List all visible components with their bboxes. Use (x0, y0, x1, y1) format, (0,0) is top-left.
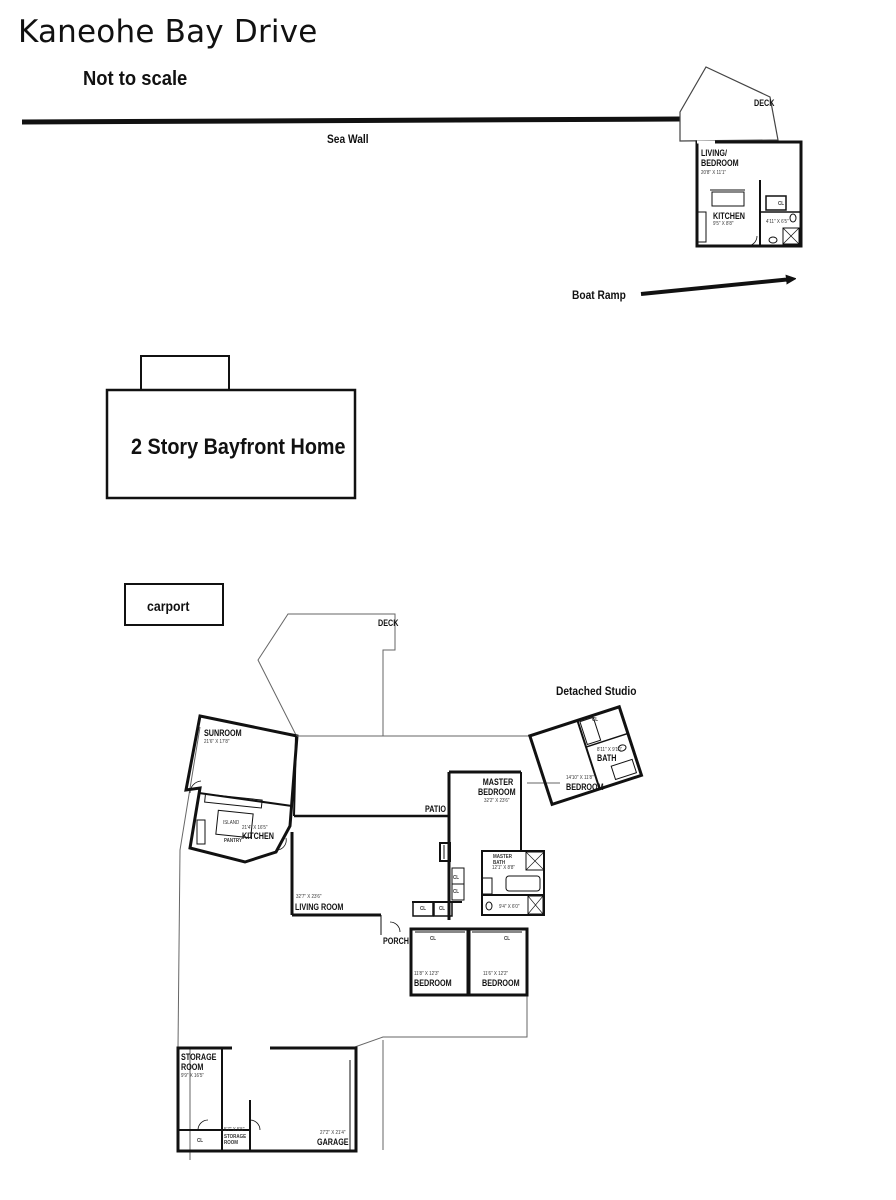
pantry-label: PANTRY (224, 838, 242, 844)
master-bedroom-dim: 32'2" X 23'6" (484, 798, 510, 804)
kitchen-label: KITCHEN (242, 831, 274, 841)
storage-room-1-label: STORAGE ROOM (181, 1052, 217, 1072)
kitchen-dim: 21'4" X 16'5" (242, 825, 268, 831)
page-title: Kaneohe Bay Drive (18, 14, 318, 50)
studio-bath-label: BATH (597, 753, 617, 763)
closet-label-4: CL (504, 936, 511, 942)
bedroom-1-label: BEDROOM (414, 978, 452, 988)
lot-outline (177, 613, 528, 1160)
sea-wall-line (21, 116, 681, 125)
closet-label-5: CL (453, 875, 460, 881)
top-deck-outline (679, 66, 779, 142)
garage-cl-label: CL (197, 1138, 204, 1144)
main-house (290, 735, 545, 997)
studio-bedroom-dim: 14'10" X 11'8" (566, 775, 594, 781)
top-unit (695, 140, 803, 248)
deck-main-label: DECK (378, 618, 399, 628)
sea-wall-label: Sea Wall (327, 132, 369, 146)
top-bath-dim: 4'11" X 6'5" (766, 219, 789, 225)
island-label: ISLAND (223, 820, 240, 826)
top-kitchen-label: KITCHEN (713, 211, 745, 221)
boat-ramp-label: Boat Ramp (572, 288, 626, 302)
master-bath-dim: 12'1" X 8'8" (492, 865, 515, 871)
closet-label-6: CL (453, 889, 460, 895)
home-label: 2 Story Bayfront Home (131, 434, 346, 459)
bayfront-home-bump (140, 355, 230, 391)
scale-note: Not to scale (83, 68, 188, 90)
storage-room-2-dim: 5'7" X 5'5" (224, 1127, 245, 1133)
sunroom-label: SUNROOM (204, 728, 242, 738)
top-living-bedroom-label: LIVING/ BEDROOM (701, 148, 739, 168)
bayfront-home-box (105, 388, 357, 500)
studio-cl-label: CL (592, 717, 599, 723)
carport-label: carport (147, 598, 190, 614)
master-bedroom-label: MASTER BEDROOM (478, 777, 516, 797)
studio-bedroom-label: BEDROOM (566, 782, 604, 792)
master-bath-label: MASTER BATH (493, 854, 513, 866)
studio-bath-dim: 8'11" X 9'10" (597, 747, 623, 753)
bedroom-2-dim: 11'6" X 12'2" (483, 971, 509, 977)
top-kitchen-dim: 9'5" X 8'8" (713, 221, 734, 227)
garage-dim: 27'2" X 21'4" (320, 1130, 346, 1136)
closet-label-3: CL (430, 936, 437, 942)
detached-studio-block (527, 704, 644, 807)
patio-label: PATIO (425, 804, 446, 814)
closet-label-2: CL (439, 906, 446, 912)
storage-room-2-label: STORAGE ROOM (224, 1134, 247, 1146)
living-room-dim: 32'7" X 23'6" (296, 894, 322, 900)
detached-studio-label: Detached Studio (556, 684, 637, 698)
top-living-bedroom-dim: 20'8" X 11'1" (701, 170, 727, 176)
porch-label: PORCH (383, 936, 410, 946)
sunroom-kitchen-block (184, 714, 299, 864)
boat-ramp-arrow (640, 279, 792, 296)
hall-bath-dim: 9'4" X 6'0" (499, 904, 520, 910)
garage-label: GARAGE (317, 1137, 349, 1147)
closet-label-1: CL (420, 906, 427, 912)
living-room-label: LIVING ROOM (295, 902, 344, 912)
storage-room-1-dim: 9'9" X 16'5" (181, 1073, 204, 1079)
sunroom-dim: 21'6" X 17'8" (204, 739, 230, 745)
carport-box (124, 583, 224, 626)
bedroom-2-label: BEDROOM (482, 978, 520, 988)
deck-top-label: DECK (754, 98, 775, 108)
bedroom-1-dim: 11'8" X 12'3" (414, 971, 440, 977)
top-cl-label: CL (778, 201, 785, 207)
garage-block (176, 1046, 358, 1153)
